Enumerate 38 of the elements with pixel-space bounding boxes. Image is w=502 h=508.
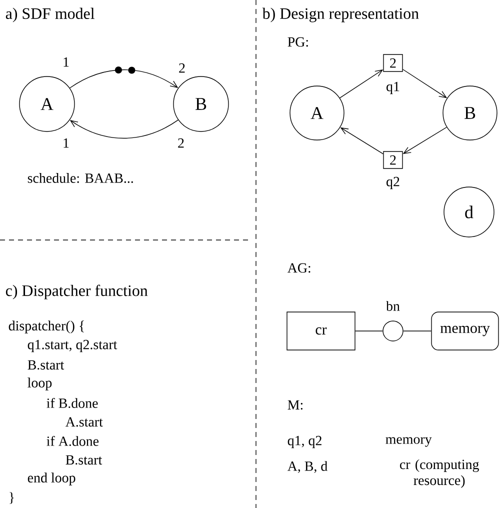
section-label: AG: [287, 263, 310, 273]
junction-circle [382, 320, 404, 342]
arrow [402, 126, 447, 154]
code-line: end loop [28, 472, 76, 486]
arrow [70, 120, 179, 139]
code-line: A.start [66, 417, 103, 427]
panel-title: a) SDF model [6, 8, 94, 22]
mapping-text: memory [386, 437, 432, 447]
code-line: B.start [28, 360, 64, 370]
connector-line [403, 330, 432, 332]
node-caption: q1 [386, 82, 400, 94]
code-line: loop [28, 378, 52, 390]
panel-title: c) Dispatcher function [6, 284, 148, 300]
code-line: if B.done [46, 398, 98, 408]
arrow [340, 69, 384, 98]
port-rate: 2 [179, 63, 185, 73]
code-line: B.start [66, 455, 102, 465]
memory-box: memory [431, 312, 499, 350]
code-line: if A.done [46, 436, 99, 446]
panel-title: b) Design representation [262, 8, 419, 22]
code-line: dispatcher() { [8, 320, 84, 334]
code-line: } [10, 492, 14, 504]
section-label: PG: [288, 37, 308, 47]
section-label: M: [288, 400, 302, 410]
buffer-box: 2 [383, 151, 403, 169]
arrow-with-tokens [69, 66, 178, 88]
schedule-text: schedule: BAAB... [28, 173, 133, 183]
node-caption: bn [386, 301, 400, 311]
arrow [340, 127, 384, 154]
code-line: q1.start, q2.start [28, 340, 118, 352]
mapping-text: q1, q2 [288, 436, 322, 448]
resource-box: cr [286, 312, 356, 350]
buffer-box: 2 [383, 54, 403, 72]
mapping-text: A, B, d [287, 461, 328, 473]
connector-line [355, 330, 383, 332]
arrow [402, 69, 448, 98]
mapping-text: cr (computing resource) [400, 459, 479, 488]
node-caption: q2 [386, 176, 400, 190]
